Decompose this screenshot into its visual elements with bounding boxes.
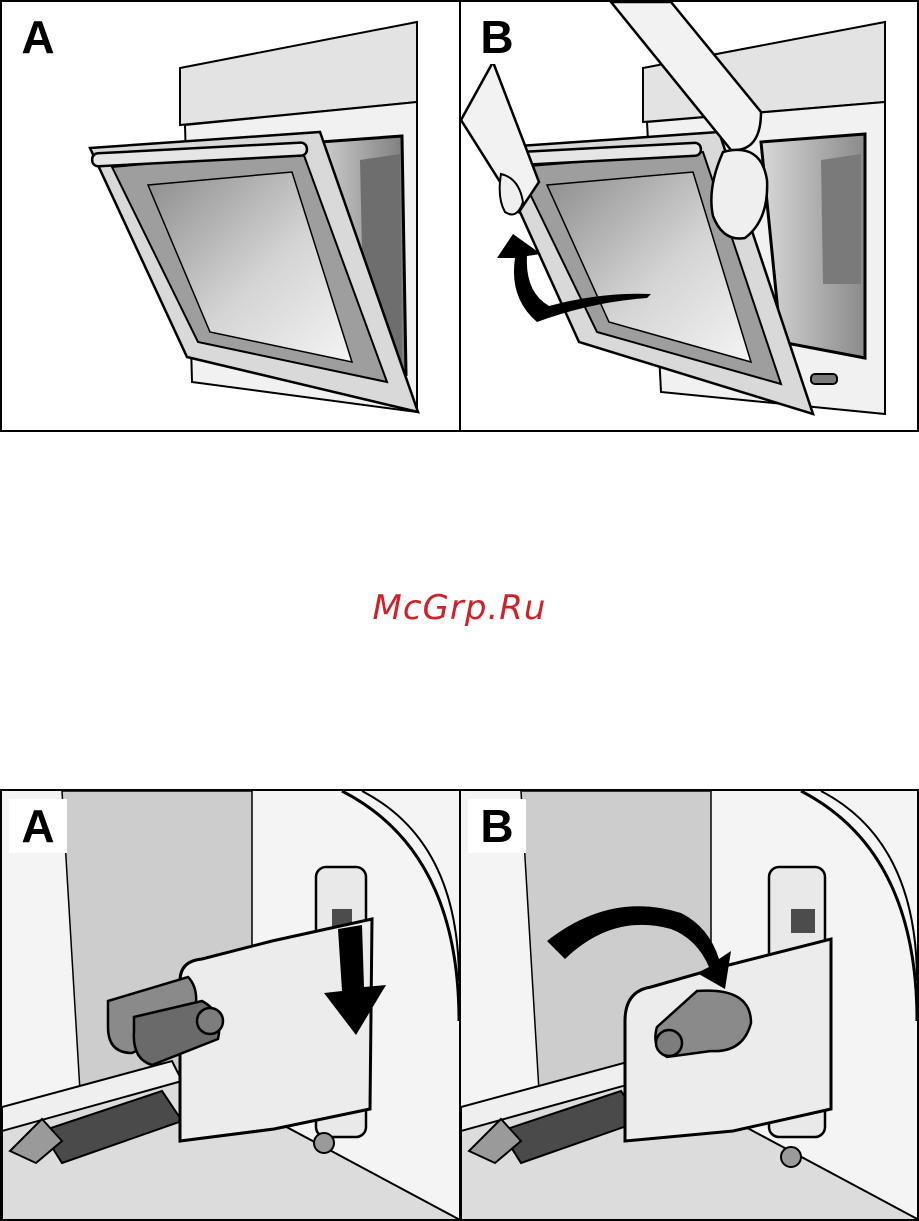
figure-bottom-panel-a: A [0,789,461,1221]
panel-label: B [468,10,526,64]
panel-label: B [468,799,526,853]
hinge-lock-lever-illustration [2,791,459,1219]
figure-top-panel-b: B [459,0,919,432]
figure-top-panel-a: A [0,0,461,432]
watermark-text: McGrp.Ru [0,588,919,628]
panel-label: A [9,10,67,64]
figure-bottom-panel-b: B [459,789,919,1221]
oven-door-tilted-illustration [2,2,459,430]
panel-label: A [9,799,67,853]
hinge-lever-folded-illustration [461,791,917,1219]
door-lift-off-illustration [461,2,917,430]
